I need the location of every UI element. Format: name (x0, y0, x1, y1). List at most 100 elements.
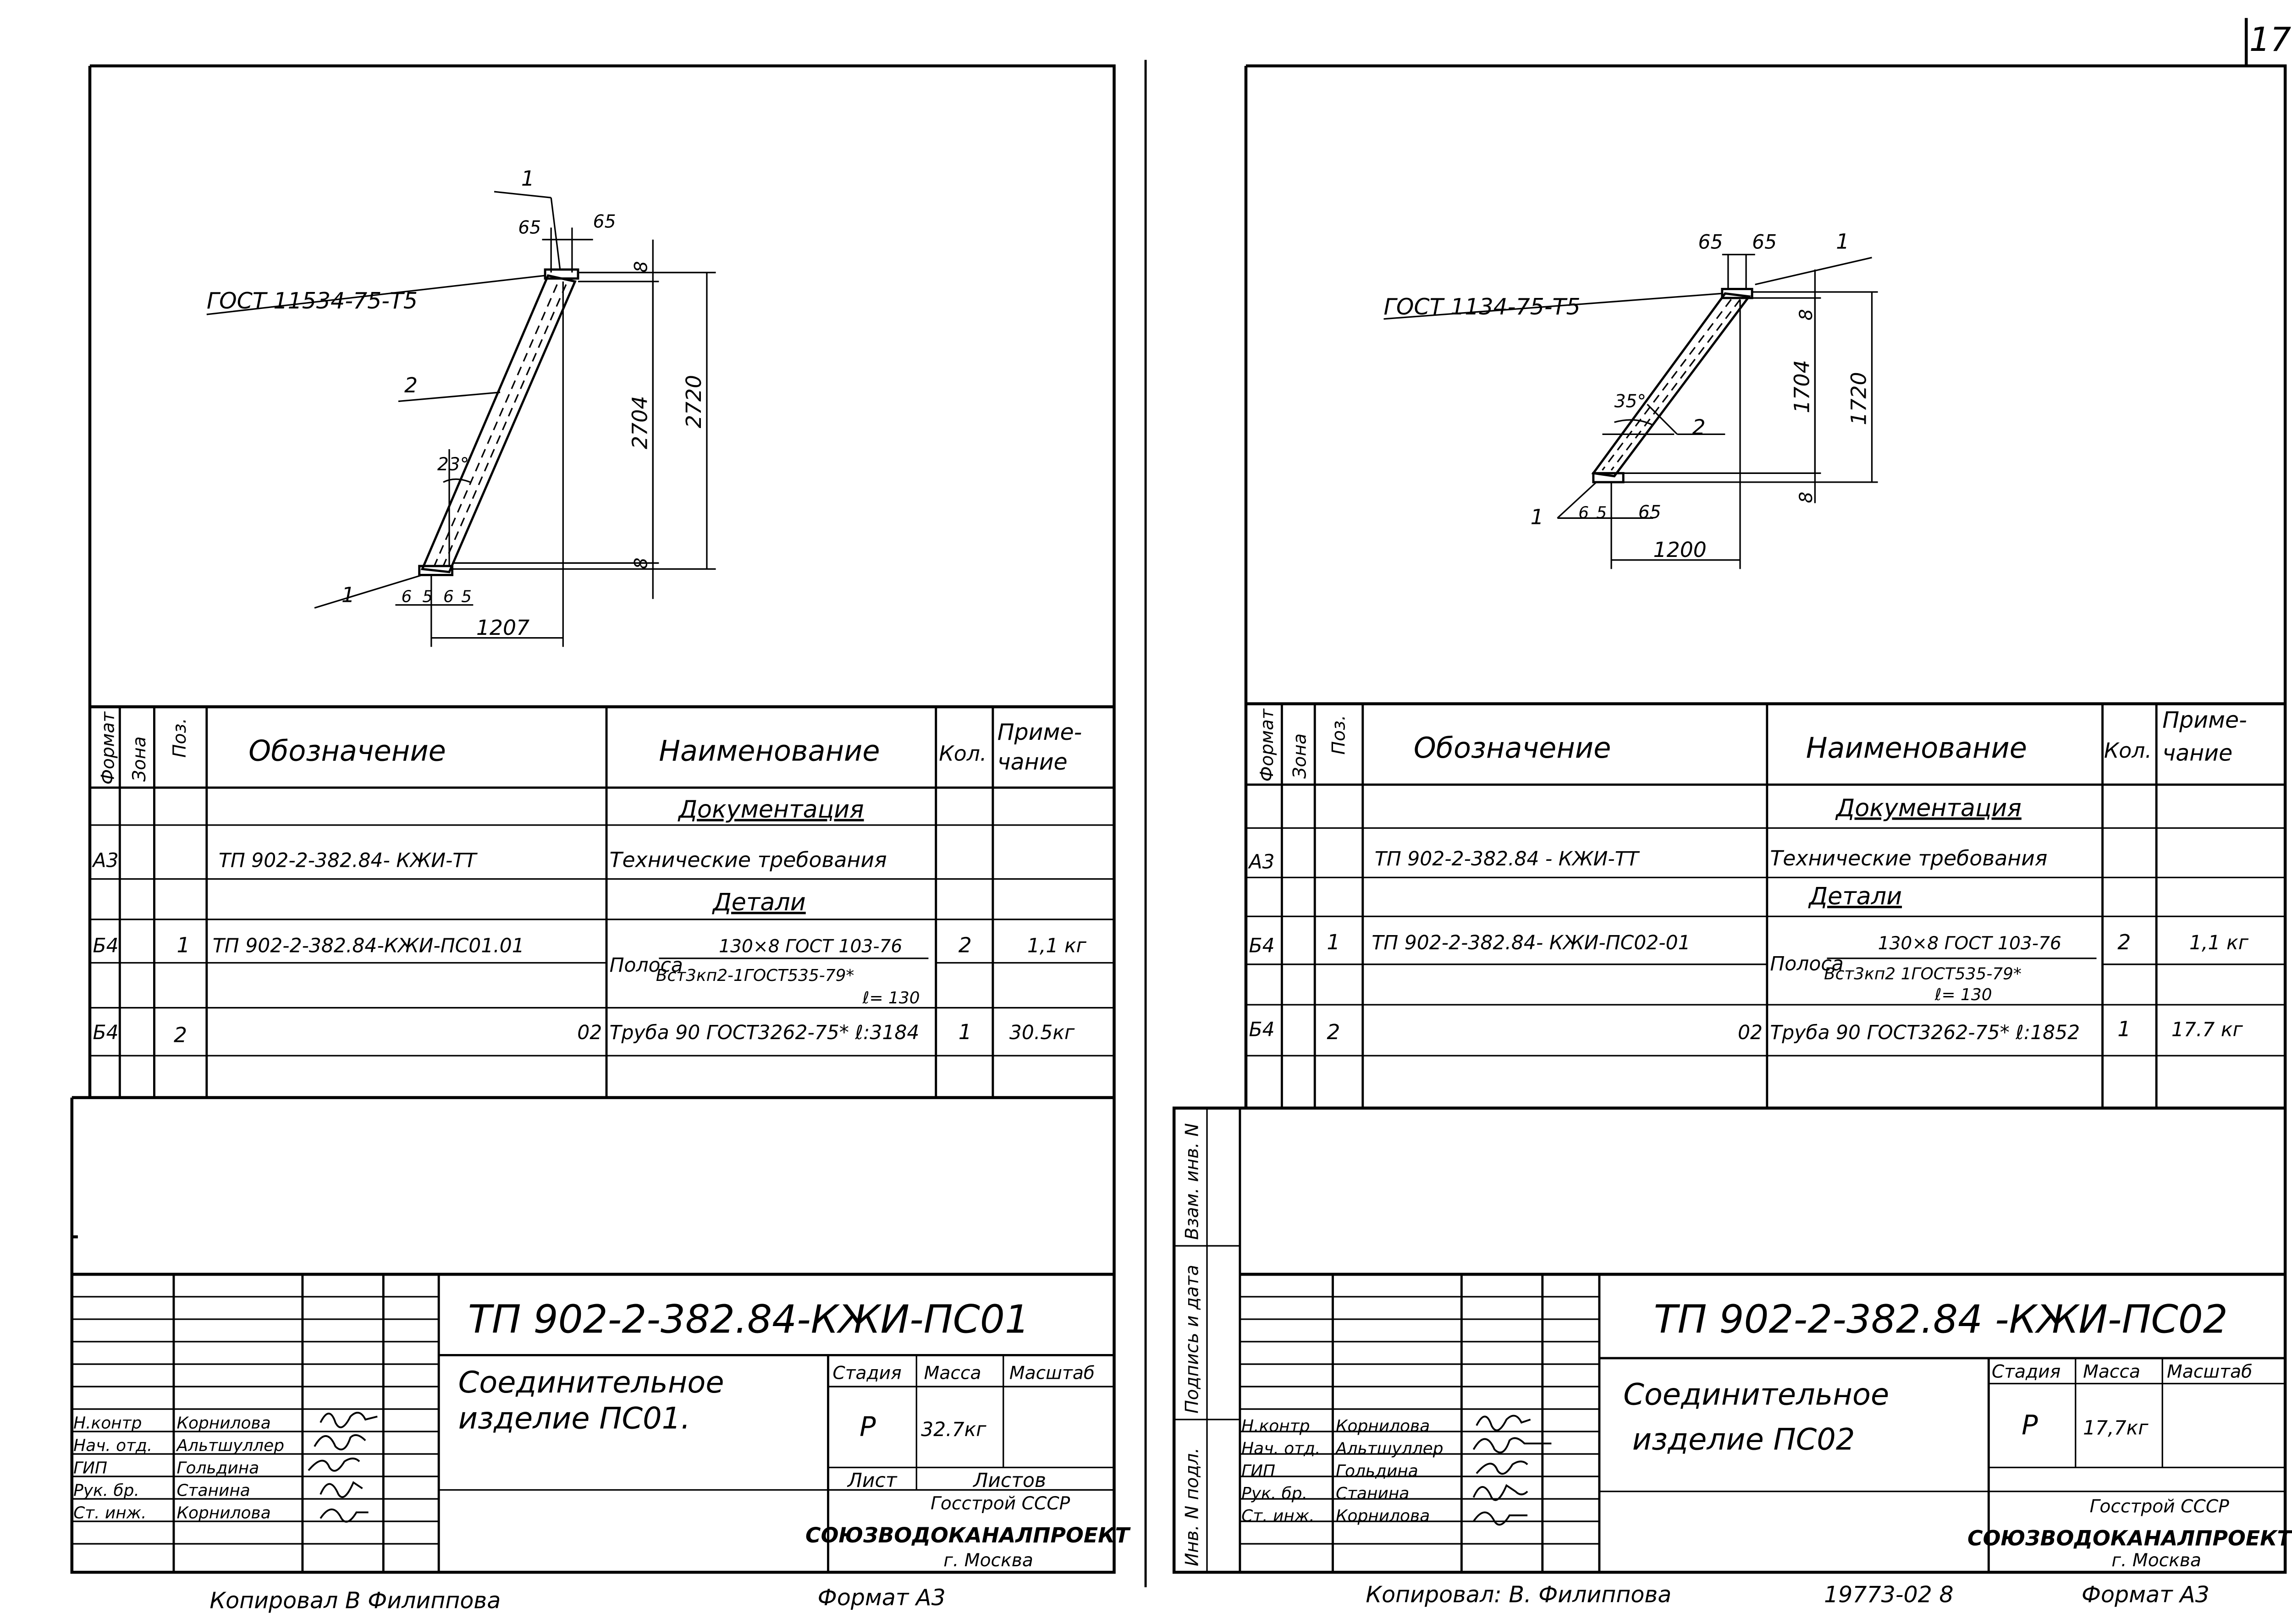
dim-8-bottom: 8 (631, 557, 651, 569)
sheet-right: Инв. N подл. Подпись и дата Взам. инв. N (1172, 64, 2292, 1607)
hdr-designation: Обозначение (1414, 731, 1611, 765)
stage-value: Р (2022, 1409, 2038, 1441)
row2-name-top: 130×8 ГОСТ 103-76 (1878, 933, 2061, 954)
doc-number: ТП 902-2-382.84 -КЖИ-ПС02 (1654, 1297, 2228, 1342)
dim-8-bottom: 8 (1796, 492, 1817, 503)
side-stamp-1: Инв. N подл. (1182, 1448, 1202, 1566)
hdr-note-1: Приме- (2162, 707, 2247, 733)
name-1: Корнилова (176, 1414, 270, 1433)
dim-bottom-2: 5 (1596, 503, 1607, 522)
side-stamp-2: Подпись и дата (1182, 1265, 1202, 1414)
org-line-1: Госстрой СССР (931, 1493, 1070, 1514)
signatures (308, 1412, 378, 1523)
role-5: Ст. инж. (73, 1504, 146, 1523)
spec-table: Формат Зона Поз. Обозначение Наименовани… (90, 705, 1114, 1098)
hdr-zone: Зона (129, 737, 150, 782)
role-2: Нач. отд. (1241, 1439, 1320, 1458)
name-5: Корнилова (1336, 1507, 1430, 1525)
title-line-2: изделие ПС01. (458, 1401, 690, 1436)
row2-name-bottom: Вст3кп2 1ГОСТ535-79* (1824, 964, 2022, 983)
sheet-frame (1172, 64, 2287, 1574)
section-parts: Детали (712, 888, 806, 916)
dim-bottom-4: 5 (461, 587, 472, 606)
hdr-note-2: чание (2162, 740, 2232, 766)
row2-designation: ТП 902-2-382.84-КЖИ-ПС01.01 (213, 935, 524, 958)
role-3: ГИП (1241, 1462, 1275, 1481)
dim-bottom-3: 6 (443, 587, 454, 606)
name-3: Гольдина (176, 1459, 259, 1478)
hdr-qty: Кол. (2104, 738, 2152, 763)
row2-format: Б4 (1249, 935, 1275, 958)
hdr-format: Формат (98, 711, 118, 785)
row3-note: 17.7 кг (2171, 1019, 2243, 1041)
hdr-zone: Зона (1290, 733, 1311, 779)
row3-designation: 02 (1738, 1022, 1763, 1044)
role-3: ГИП (73, 1459, 107, 1478)
name-2: Альтшуллер (176, 1437, 284, 1455)
sheet-frame (70, 64, 1116, 1574)
row1-designation: ТП 902-2-382.84- КЖИ-ТТ (219, 849, 478, 872)
dim-top-right: 65 (1752, 231, 1777, 253)
hdr-pos: Поз. (170, 718, 190, 758)
name-2: Альтшуллер (1335, 1439, 1444, 1458)
row3-designation: 02 (577, 1022, 602, 1044)
pos1-bottom-label: 1 (342, 583, 355, 607)
row3-name: Труба 90 ГОСТ3262-75* ℓ:3184 (610, 1022, 920, 1044)
signatures (1472, 1415, 1552, 1526)
hdr-format: Формат (1257, 708, 1278, 782)
pos2-label: 2 (404, 373, 418, 397)
row3-format: Б4 (1249, 1019, 1275, 1041)
mass-header: Масса (924, 1363, 981, 1384)
row2-name-len: ℓ= 130 (862, 989, 920, 1007)
dim-height-inner: 2704 (628, 396, 652, 449)
mass-value: 32.7кг (921, 1419, 986, 1441)
spec-table: Формат Зона Поз. Обозначение Наименовани… (1245, 702, 2286, 1108)
hdr-name: Наименование (1806, 731, 2027, 765)
dim-height-outer: 1720 (1846, 372, 1871, 425)
dim-top-left: 65 (518, 218, 541, 238)
footer-copied: Копировал В Филиппова (209, 1588, 501, 1614)
section-docs: Документация (1835, 794, 2021, 822)
row1-format: А3 (92, 849, 119, 872)
footer-format: Формат А3 (818, 1585, 946, 1611)
section-parts: Детали (1808, 882, 1902, 910)
row1-name: Технические требования (1770, 846, 2047, 870)
sheets-header: Листов (972, 1470, 1046, 1492)
stage-header: Стадия (1992, 1361, 2061, 1382)
name-5: Корнилова (176, 1504, 270, 1523)
dim-8-top: 8 (631, 261, 651, 273)
role-4: Рук. бр. (1241, 1484, 1307, 1503)
stage-header: Стадия (832, 1363, 901, 1384)
row2-name-top: 130×8 ГОСТ 103-76 (719, 936, 902, 957)
hdr-name: Наименование (659, 734, 880, 768)
sheet-header: Лист (847, 1470, 898, 1492)
role-1: Н.контр (73, 1414, 142, 1433)
dim-bottom-1: 6 (1578, 503, 1589, 522)
dim-bottom-3: 65 (1638, 502, 1661, 523)
scale-header: Масштаб (2167, 1361, 2252, 1382)
sheet-left: 1 65 65 ГОСТ 11534-75-Т5 2 23° 1 8 8 270… (70, 64, 1131, 1614)
row2-name-len: ℓ= 130 (1934, 985, 1992, 1004)
dim-top-right: 65 (593, 212, 616, 232)
gost-label: ГОСТ 11534-75-Т5 (207, 288, 418, 314)
stage-value: Р (860, 1411, 876, 1442)
mass-value: 17,7кг (2083, 1417, 2149, 1440)
row3-qty: 1 (2117, 1017, 2131, 1041)
footer-format: Формат А3 (2082, 1581, 2209, 1607)
angle-label: 35° (1614, 391, 1646, 412)
mass-header: Масса (2083, 1361, 2140, 1382)
title-line-1: Соединительное (1623, 1377, 1889, 1412)
row3-format: Б4 (93, 1022, 119, 1044)
pos2-label: 2 (1692, 415, 1705, 439)
title-line-1: Соединительное (458, 1365, 724, 1400)
row2-designation: ТП 902-2-382.84- КЖИ-ПС02-01 (1372, 932, 1690, 954)
row1-name: Технические требования (610, 848, 887, 872)
org-line-3: г. Москва (2111, 1550, 2201, 1571)
pos1-top-label: 1 (521, 166, 534, 191)
footer-copied: Копировал: В. Филиппова (1366, 1581, 1671, 1607)
name-1: Корнилова (1336, 1417, 1430, 1436)
row3-name: Труба 90 ГОСТ3262-75* ℓ:1852 (1770, 1022, 2080, 1044)
title-line-2: изделие ПС02 (1632, 1422, 1855, 1457)
role-4: Рук. бр. (73, 1481, 139, 1500)
